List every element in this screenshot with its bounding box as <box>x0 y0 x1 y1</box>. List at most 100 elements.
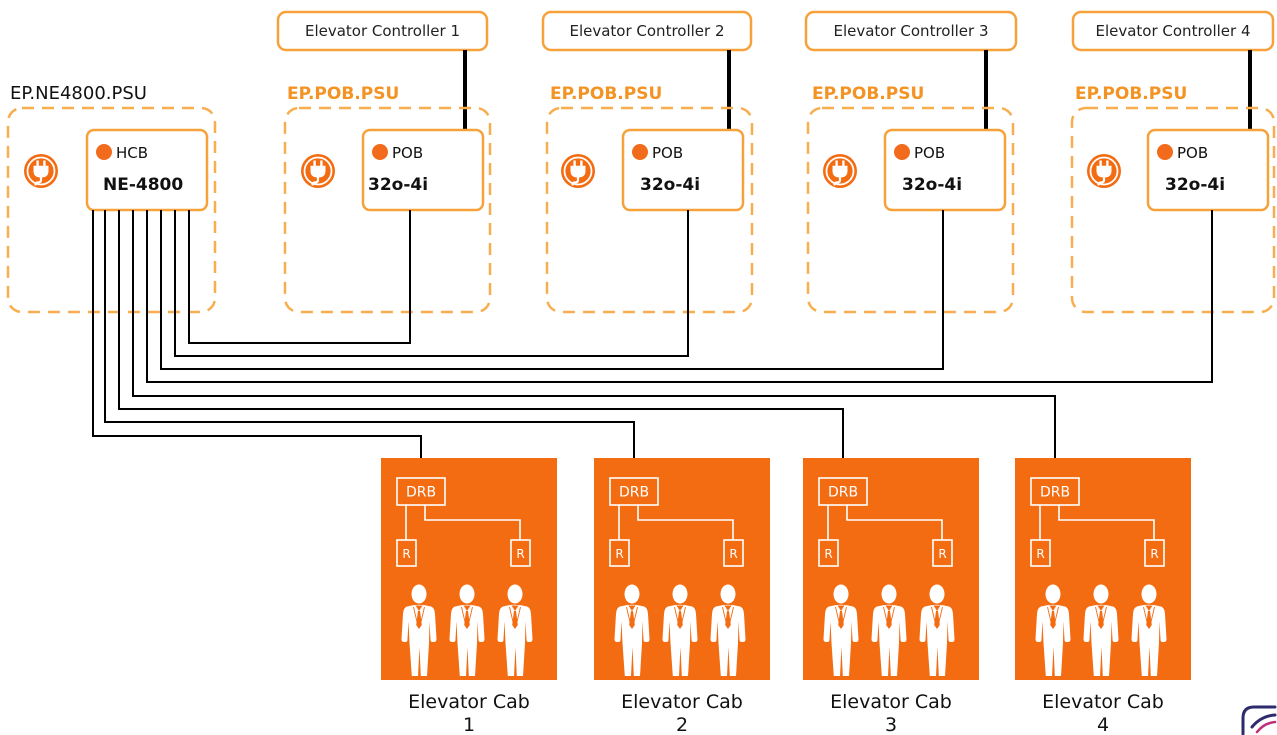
reader-box-right <box>723 539 744 567</box>
pob-box <box>883 128 1007 212</box>
pob-tag: POB <box>914 144 945 162</box>
logo-frame <box>1241 705 1277 735</box>
drb-box <box>818 477 868 506</box>
reader-box-left <box>609 539 630 567</box>
elevator-controllers: Elevator Controller 1 Elevator Controlle… <box>276 10 1275 52</box>
main-psu-enclosure: EP.NE4800.PSU HCB NE-4800 <box>6 83 217 314</box>
elevator-cab-2: DRB R R Elevator Cab 2 <box>594 458 770 735</box>
main-psu-label: EP.NE4800.PSU <box>10 83 147 104</box>
cab-number: 1 <box>463 714 475 735</box>
pob-enclosure-3: EP.POB.PSU POB 32o-4i <box>806 84 1015 314</box>
status-dot-icon <box>1157 144 1173 160</box>
controller-box <box>1071 10 1275 52</box>
logo-arc-outer <box>1250 713 1277 729</box>
reader-wiring <box>1039 505 1155 540</box>
pob-psu-label: EP.POB.PSU <box>287 84 399 104</box>
pob-model: 32o-4i <box>902 175 962 195</box>
reader-box-right <box>932 539 953 567</box>
cab-number: 4 <box>1097 714 1109 735</box>
controller-label: Elevator Controller 4 <box>1095 22 1250 40</box>
pob-unit: POB 32o-4i <box>621 128 745 212</box>
elevator-controller-3: Elevator Controller 3 <box>804 10 1018 52</box>
cab-title: Elevator Cab <box>621 691 743 713</box>
controller-label: Elevator Controller 2 <box>569 22 724 40</box>
reader-wiring <box>405 505 521 540</box>
elevator-cabs: DRB R R Elevator Cab 1 DRB R R Elevator … <box>381 458 1191 735</box>
pob-box <box>1146 128 1270 212</box>
elevator-cab-3: DRB R R Elevator Cab 3 <box>803 458 979 735</box>
controller-label: Elevator Controller 1 <box>305 22 460 40</box>
pob-psu-label: EP.POB.PSU <box>812 84 924 104</box>
pob-tag: POB <box>392 144 423 162</box>
power-plug-icon <box>560 153 596 189</box>
pob-tag: POB <box>652 144 683 162</box>
reader-label-right: R <box>938 547 946 561</box>
elevator-controller-2: Elevator Controller 2 <box>541 10 753 52</box>
reader-label-right: R <box>516 547 524 561</box>
pob-box <box>621 128 745 212</box>
pob-model: 32o-4i <box>640 175 700 195</box>
controller-box <box>276 10 489 52</box>
psu-enclosure-frame <box>1070 106 1276 314</box>
wire-hcb-to-cab-4 <box>132 210 1056 478</box>
reader-box-right <box>510 539 531 567</box>
pob-unit: POB 32o-4i <box>883 128 1007 212</box>
wire-hcb-to-cab-1 <box>92 210 422 478</box>
power-plug-icon <box>300 153 336 189</box>
power-plug-icon <box>23 153 59 189</box>
reader-label-right: R <box>1150 547 1158 561</box>
pob-enclosure-1: EP.POB.PSU POB 32o-4i <box>283 84 492 314</box>
psu-enclosure-frame <box>806 106 1015 314</box>
elevator-controller-1: Elevator Controller 1 <box>276 10 489 52</box>
wire-hcb-to-pob-1 <box>188 210 411 344</box>
wire-hcb-to-pob-2 <box>174 210 689 357</box>
status-dot-icon <box>894 144 910 160</box>
pob-psu-label: EP.POB.PSU <box>550 84 662 104</box>
reader-box-left <box>818 539 839 567</box>
psu-enclosure-frame <box>6 106 217 314</box>
hcb-wiring <box>92 210 1213 478</box>
power-plug-icon <box>1086 153 1122 189</box>
reader-label-left: R <box>402 547 410 561</box>
psu-enclosure-frame <box>545 106 754 314</box>
wire-hcb-to-cab-3 <box>118 210 844 478</box>
power-plug-icon <box>822 153 858 189</box>
drb-box <box>1030 477 1080 506</box>
cab-title: Elevator Cab <box>408 691 530 713</box>
reader-label-left: R <box>1036 547 1044 561</box>
pob-enclosure-2: EP.POB.PSU POB 32o-4i <box>545 84 754 314</box>
status-dot-icon <box>96 144 112 160</box>
reader-box-right <box>1144 539 1165 567</box>
drb-label: DRB <box>406 485 436 501</box>
hcb-unit: HCB NE-4800 <box>85 128 209 212</box>
pob-enclosure-4: EP.POB.PSU POB 32o-4i <box>1070 84 1276 314</box>
psu-enclosure-frame <box>283 106 492 314</box>
logo-arc-inner <box>1255 720 1277 734</box>
pob-enclosures: EP.POB.PSU POB 32o-4i EP.POB.PSU POB 32o… <box>283 84 1276 314</box>
reader-label-right: R <box>729 547 737 561</box>
hcb-model: NE-4800 <box>103 175 183 195</box>
reader-label-left: R <box>615 547 623 561</box>
reader-wiring <box>827 505 943 540</box>
controller-label: Elevator Controller 3 <box>833 22 988 40</box>
drb-box <box>396 477 446 506</box>
drb-label: DRB <box>619 485 649 501</box>
pob-psu-label: EP.POB.PSU <box>1075 84 1187 104</box>
cab-number: 2 <box>676 714 688 735</box>
drb-label: DRB <box>1040 485 1070 501</box>
hcb-box <box>85 128 209 212</box>
pob-box <box>361 128 485 212</box>
pob-model: 32o-4i <box>1165 175 1225 195</box>
elevator-cab-4: DRB R R Elevator Cab 4 <box>1015 458 1191 735</box>
cab-number: 3 <box>885 714 897 735</box>
drb-box <box>609 477 659 506</box>
drb-label: DRB <box>828 485 858 501</box>
status-dot-icon <box>632 144 648 160</box>
pob-unit: POB 32o-4i <box>361 128 485 212</box>
controller-box <box>804 10 1018 52</box>
pob-unit: POB 32o-4i <box>1146 128 1270 212</box>
cab-title: Elevator Cab <box>1042 691 1164 713</box>
wire-hcb-to-cab-2 <box>104 210 635 478</box>
reader-wiring <box>618 505 734 540</box>
cab-title: Elevator Cab <box>830 691 952 713</box>
